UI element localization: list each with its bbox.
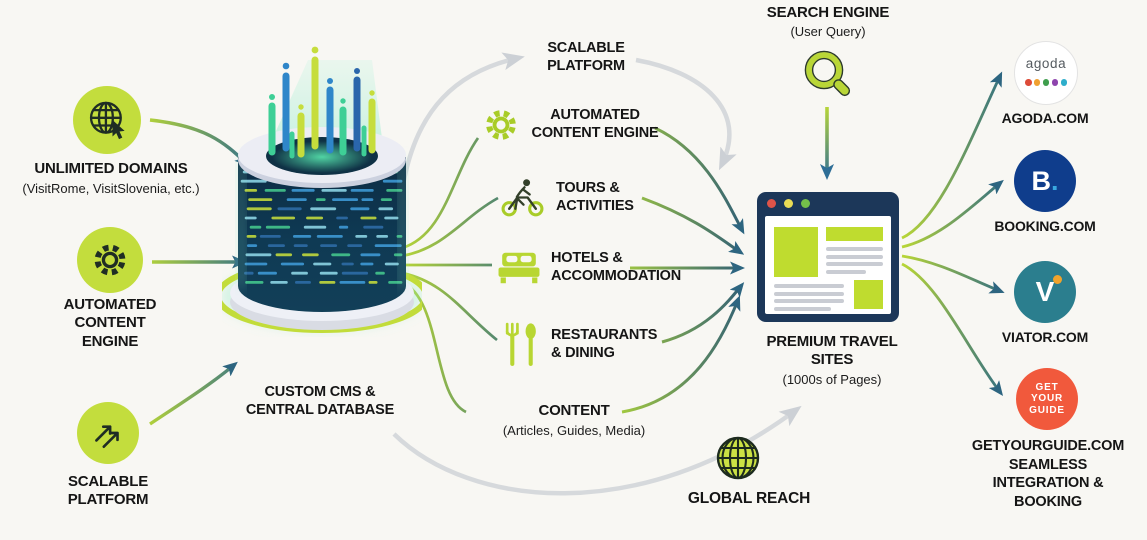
page-thumb-image xyxy=(854,280,883,309)
viator-logo: V xyxy=(1014,261,1076,323)
page-hero-image xyxy=(774,227,818,277)
red-dot-icon xyxy=(767,199,776,208)
cms-title: CUSTOM CMS & CENTRAL DATABASE xyxy=(245,384,395,418)
feature-label: RESTAURANTS & DINING xyxy=(551,326,658,361)
unlimited-domains-title: UNLIMITED DOMAINS xyxy=(34,160,188,177)
booking-label: BOOKING.COM xyxy=(994,218,1096,234)
agoda-dots-icon xyxy=(1024,73,1068,91)
arrow-platform-to-cms xyxy=(149,361,238,426)
arrow-sites-to-viator xyxy=(901,254,1005,294)
unlimited-domains-node xyxy=(73,86,141,154)
agoda-logo-text: agoda xyxy=(1025,55,1067,71)
bed-icon xyxy=(498,252,540,283)
global-reach-title: GLOBAL REACH xyxy=(687,490,811,507)
unlimited-domains-subtitle: (VisitRome, VisitSlovenia, etc.) xyxy=(22,181,200,196)
getyourguide-logo: GET YOUR GUIDE xyxy=(1016,368,1078,430)
viator-pin-dot-icon xyxy=(1053,275,1063,284)
cyclist-icon xyxy=(501,179,544,217)
booking-logo: B. xyxy=(1014,150,1076,212)
arrow-cms-to-scalable xyxy=(401,52,525,181)
window-content xyxy=(765,216,891,314)
feature-scalable-platform: SCALABLE PLATFORM xyxy=(540,40,632,75)
green-dot-icon xyxy=(801,199,810,208)
feature-automated-content-engine: AUTOMATED CONTENT ENGINE xyxy=(482,106,659,144)
window-traffic-lights xyxy=(767,199,810,208)
agoda-logo: agoda xyxy=(1014,41,1078,105)
gear-icon xyxy=(486,110,516,140)
globe-icon xyxy=(716,436,760,480)
arrow-sites-to-agoda xyxy=(901,71,1003,240)
feature-label: HOTELS & ACCOMMODATION xyxy=(551,250,682,284)
gyg-logo-line: YOUR xyxy=(1030,393,1064,405)
travel-sites-window xyxy=(757,192,899,322)
viator-label: VIATOR.COM xyxy=(1001,329,1089,345)
cms-database-illustration xyxy=(222,46,422,333)
gyg-logo-line: GET xyxy=(1035,381,1059,393)
search-engine-subtitle: (User Query) xyxy=(790,24,866,39)
feature-label: AUTOMATED CONTENT ENGINE xyxy=(531,107,659,141)
automated-engine-title: AUTOMATED CONTENT ENGINE xyxy=(63,296,157,350)
gyg-logo-line: GUIDE xyxy=(1029,404,1065,416)
arrow-sites-to-gyg xyxy=(901,262,1004,396)
yellow-dot-icon xyxy=(784,199,793,208)
feature-label: SCALABLE PLATFORM xyxy=(547,40,625,74)
feature-label: TOURS & ACTIVITIES xyxy=(556,179,634,214)
globe-cursor-icon xyxy=(89,101,125,140)
viator-logo-text: V xyxy=(1035,276,1055,307)
getyourguide-label: GETYOURGUIDE.COM SEAMLESS INTEGRATION & … xyxy=(971,438,1125,510)
magnifier-icon xyxy=(804,50,851,97)
feature-hotels-accommodation: HOTELS & ACCOMMODATION xyxy=(498,250,691,285)
automated-engine-node xyxy=(77,227,143,293)
arrow-sites-to-booking xyxy=(901,179,1004,249)
page-banner xyxy=(826,227,883,241)
gear-icon xyxy=(94,244,126,276)
feature-tours-activities: TOURS & ACTIVITIES xyxy=(500,177,644,218)
search-engine-title: SEARCH ENGINE xyxy=(766,4,890,21)
feature-subtitle: (Articles, Guides, Media) xyxy=(502,423,646,439)
feature-content: CONTENT (Articles, Guides, Media) xyxy=(490,402,658,439)
agoda-label: AGODA.COM xyxy=(1001,110,1089,126)
scalable-platform-title: SCALABLE PLATFORM xyxy=(67,473,149,509)
travel-sites-subtitle: (1000s of Pages) xyxy=(782,372,882,387)
cutlery-icon xyxy=(505,322,536,366)
scalable-platform-node xyxy=(77,402,139,464)
booking-logo-text: B xyxy=(1031,165,1051,196)
feature-label: CONTENT xyxy=(538,402,610,419)
growth-arrows-icon xyxy=(95,425,119,449)
arrow-scalable-to-sites xyxy=(635,57,737,171)
travel-sites-title: PREMIUM TRAVEL SITES xyxy=(766,333,898,369)
booking-logo-dot: . xyxy=(1050,165,1059,196)
feature-restaurants-dining: RESTAURANTS & DINING xyxy=(503,322,663,367)
